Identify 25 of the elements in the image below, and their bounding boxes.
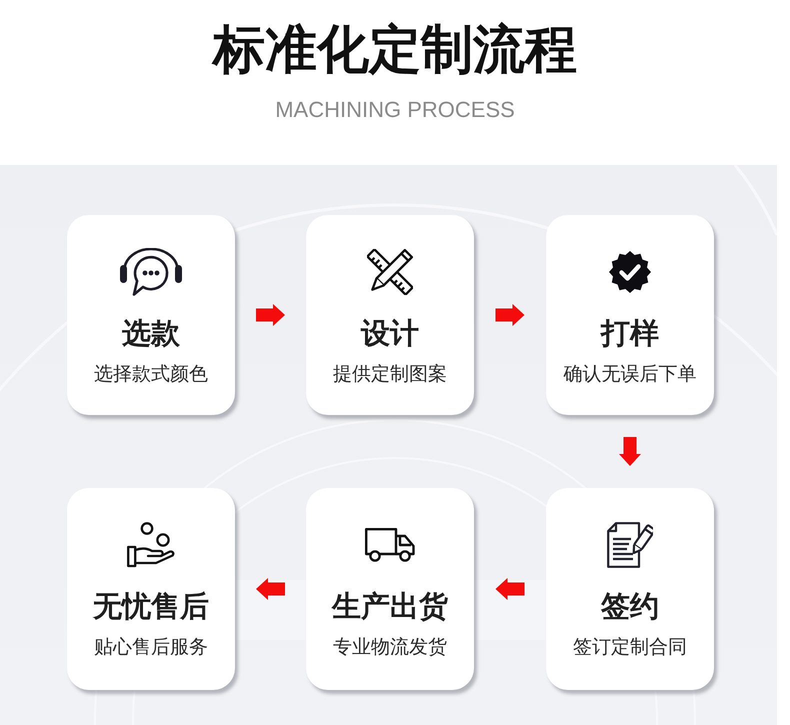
step-title: 选款 (122, 315, 180, 351)
arrow (496, 578, 524, 600)
title: 标准化定制流程 (213, 19, 577, 82)
step-title: 设计 (361, 315, 419, 351)
step-description: 专业物流发货 (333, 635, 447, 660)
arrow (619, 437, 641, 466)
step-title: 签约 (601, 588, 659, 624)
step-description: 选择款式颜色 (94, 362, 208, 387)
step-card (546, 215, 714, 415)
step-card (67, 488, 235, 690)
step-description: 确认无误后下单 (564, 362, 696, 387)
step-title: 打样 (601, 315, 659, 351)
step-description: 签订定制合同 (573, 635, 687, 660)
step-card (306, 488, 474, 690)
arrow (496, 304, 524, 326)
step-card (546, 488, 714, 690)
step-title: 无忧售后 (93, 588, 209, 624)
arrow (256, 304, 285, 326)
step-description: 提供定制图案 (333, 362, 447, 387)
step-description: 贴心售后服务 (94, 635, 208, 660)
step-card (67, 215, 235, 415)
arrow (256, 578, 285, 600)
step-title: 生产出货 (332, 588, 448, 624)
subtitle: MACHINING PROCESS (275, 96, 515, 123)
step-card (306, 215, 474, 415)
